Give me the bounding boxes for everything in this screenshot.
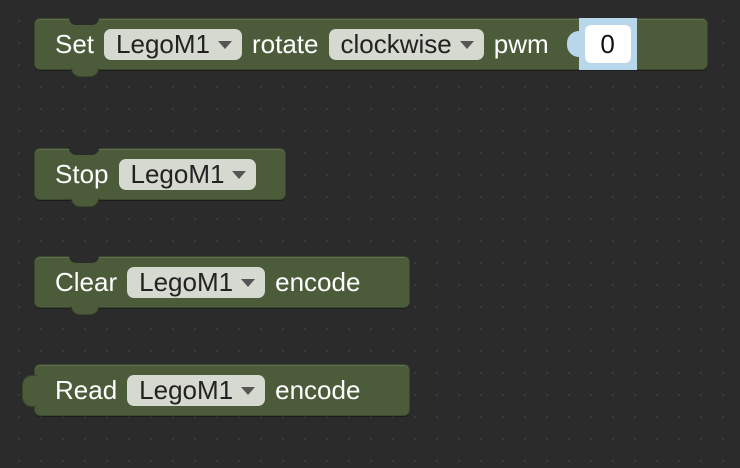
- motor-dropdown[interactable]: LegoM1: [104, 28, 242, 60]
- direction-dropdown[interactable]: clockwise: [328, 28, 484, 60]
- rotate-label: rotate: [252, 28, 319, 59]
- set-label: Set: [55, 28, 95, 59]
- motor-dropdown-value: LegoM1: [139, 374, 234, 405]
- dropdown-caret-icon: [241, 387, 256, 395]
- motor-dropdown[interactable]: LegoM1: [127, 374, 266, 406]
- stop-motor-block[interactable]: Stop LegoM1: [34, 148, 286, 207]
- read-encode-block[interactable]: Read LegoM1 encode: [22, 364, 410, 416]
- clear-encode-block[interactable]: Clear LegoM1 encode: [34, 256, 410, 315]
- block-next-connector: [71, 198, 99, 207]
- pwm-label: pwm: [493, 28, 549, 59]
- dropdown-caret-icon: [232, 171, 247, 179]
- motor-dropdown[interactable]: LegoM1: [127, 266, 266, 298]
- pwm-number-block[interactable]: 0: [578, 18, 637, 70]
- dropdown-caret-icon: [241, 279, 256, 287]
- encode-label: encode: [275, 266, 361, 297]
- clear-label: Clear: [55, 266, 118, 297]
- block-notch: [69, 148, 99, 155]
- output-connector: [22, 375, 37, 407]
- block-next-connector: [71, 306, 99, 315]
- pwm-input-socket[interactable]: 0: [566, 18, 637, 70]
- encode-label: encode: [275, 374, 361, 405]
- motor-dropdown-value: LegoM1: [116, 28, 210, 59]
- block-notch: [69, 256, 99, 263]
- direction-dropdown-value: clockwise: [340, 28, 452, 59]
- motor-dropdown-value: LegoM1: [130, 158, 225, 189]
- value-socket-connector: [566, 31, 581, 57]
- pwm-number-field[interactable]: 0: [584, 25, 631, 63]
- dropdown-caret-icon: [218, 41, 232, 49]
- block-notch: [69, 18, 99, 25]
- dropdown-caret-icon: [459, 41, 474, 49]
- set-motor-block[interactable]: Set LegoM1 rotate clockwise pwm 0: [34, 18, 708, 77]
- block-next-connector: [71, 68, 99, 77]
- motor-dropdown[interactable]: LegoM1: [118, 158, 257, 190]
- read-label: Read: [55, 374, 118, 405]
- stop-label: Stop: [55, 158, 109, 189]
- motor-dropdown-value: LegoM1: [139, 266, 234, 297]
